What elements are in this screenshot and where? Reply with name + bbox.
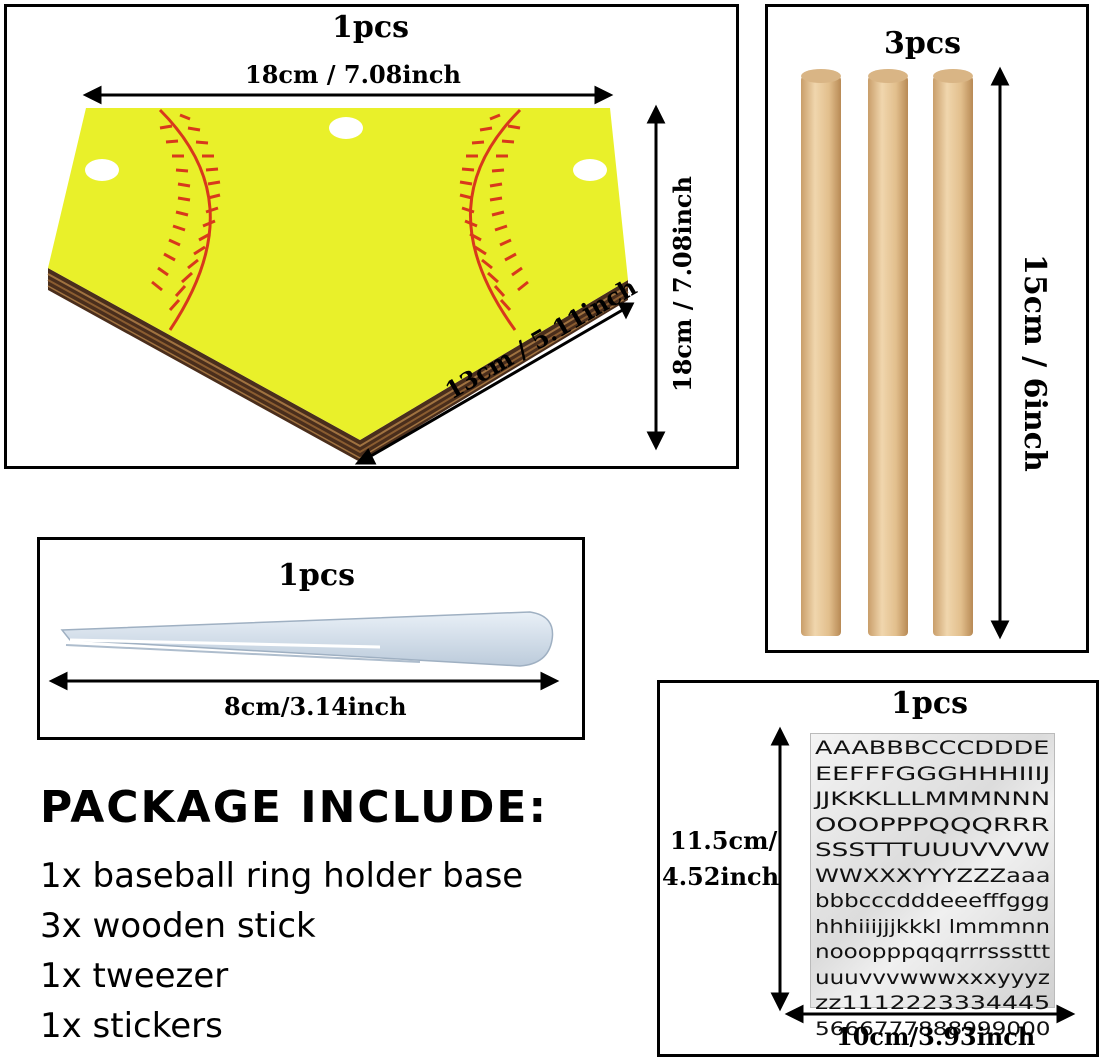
stickers-height-arrow [770, 726, 790, 1012]
sticker-row: SSSTTTUUUVVVW [815, 839, 1050, 861]
base-quantity: 1pcs [332, 10, 410, 45]
sticker-row: 5666777888999000 [815, 1017, 1051, 1040]
base-stitch-left [151, 108, 221, 331]
base-side-arrow [354, 302, 635, 465]
tweezer-length-arrow [48, 671, 560, 691]
base-face [48, 108, 628, 440]
sticks-length-arrow [990, 66, 1010, 640]
base-holes [85, 117, 607, 181]
sticker-row: nooopppqqqrrrsssttt [815, 941, 1051, 963]
sticker-row: JJKKKLLLMMMNNN [815, 788, 1051, 810]
sticker-sheet: AAABBBCCCDDDE EEFFFGGGHHHIIIJ JJKKKLLLMM… [810, 733, 1055, 1040]
package-item: 1x tweezer [40, 956, 229, 996]
tweezer-quantity: 1pcs [278, 558, 356, 593]
package-item: 3x wooden stick [40, 906, 316, 946]
base-width-label: 18cm / 7.08inch [245, 60, 461, 89]
sticker-row: bbbcccdddeeefffggg [815, 890, 1050, 912]
sticker-row: hhhiiijjjkkkl lmmmnn [815, 915, 1051, 938]
package-item: 1x stickers [40, 1006, 223, 1046]
sticker-row: WWXXXYYYZZZaaa [815, 864, 1051, 887]
stickers-width-label: 10cm/3.93inch [836, 1022, 1036, 1051]
base-stitch-right [459, 108, 529, 331]
sticker-row: AAABBBCCCDDDE [815, 737, 1050, 759]
stickers-width-arrow [784, 1004, 1076, 1024]
wooden-stick [868, 69, 908, 636]
tweezer-length-label: 8cm/3.14inch [224, 692, 407, 721]
sticks-quantity: 3pcs [884, 26, 962, 61]
sticker-row: EEFFFGGGHHHIIIJ [815, 762, 1051, 785]
wooden-stick [933, 69, 973, 636]
sticker-row: zz1112223334445 [815, 992, 1051, 1014]
stickers-quantity: 1pcs [891, 686, 969, 721]
base-height-arrow [646, 104, 666, 451]
package-item: 1x baseball ring holder base [40, 856, 524, 896]
base-wood-edge [47, 268, 629, 462]
sticker-row: uuuvvvwwwxxxyyyz [815, 966, 1050, 989]
package-title: PACKAGE INCLUDE: [40, 782, 549, 833]
sticker-row: OOOPPPQQQRRR [815, 813, 1050, 836]
wooden-stick [801, 69, 841, 636]
stickers-height-label-2: 4.52inch [662, 862, 780, 891]
tweezer [60, 611, 554, 667]
stickers-height-label-1: 11.5cm/ [670, 826, 778, 855]
base-width-arrow [82, 85, 614, 105]
